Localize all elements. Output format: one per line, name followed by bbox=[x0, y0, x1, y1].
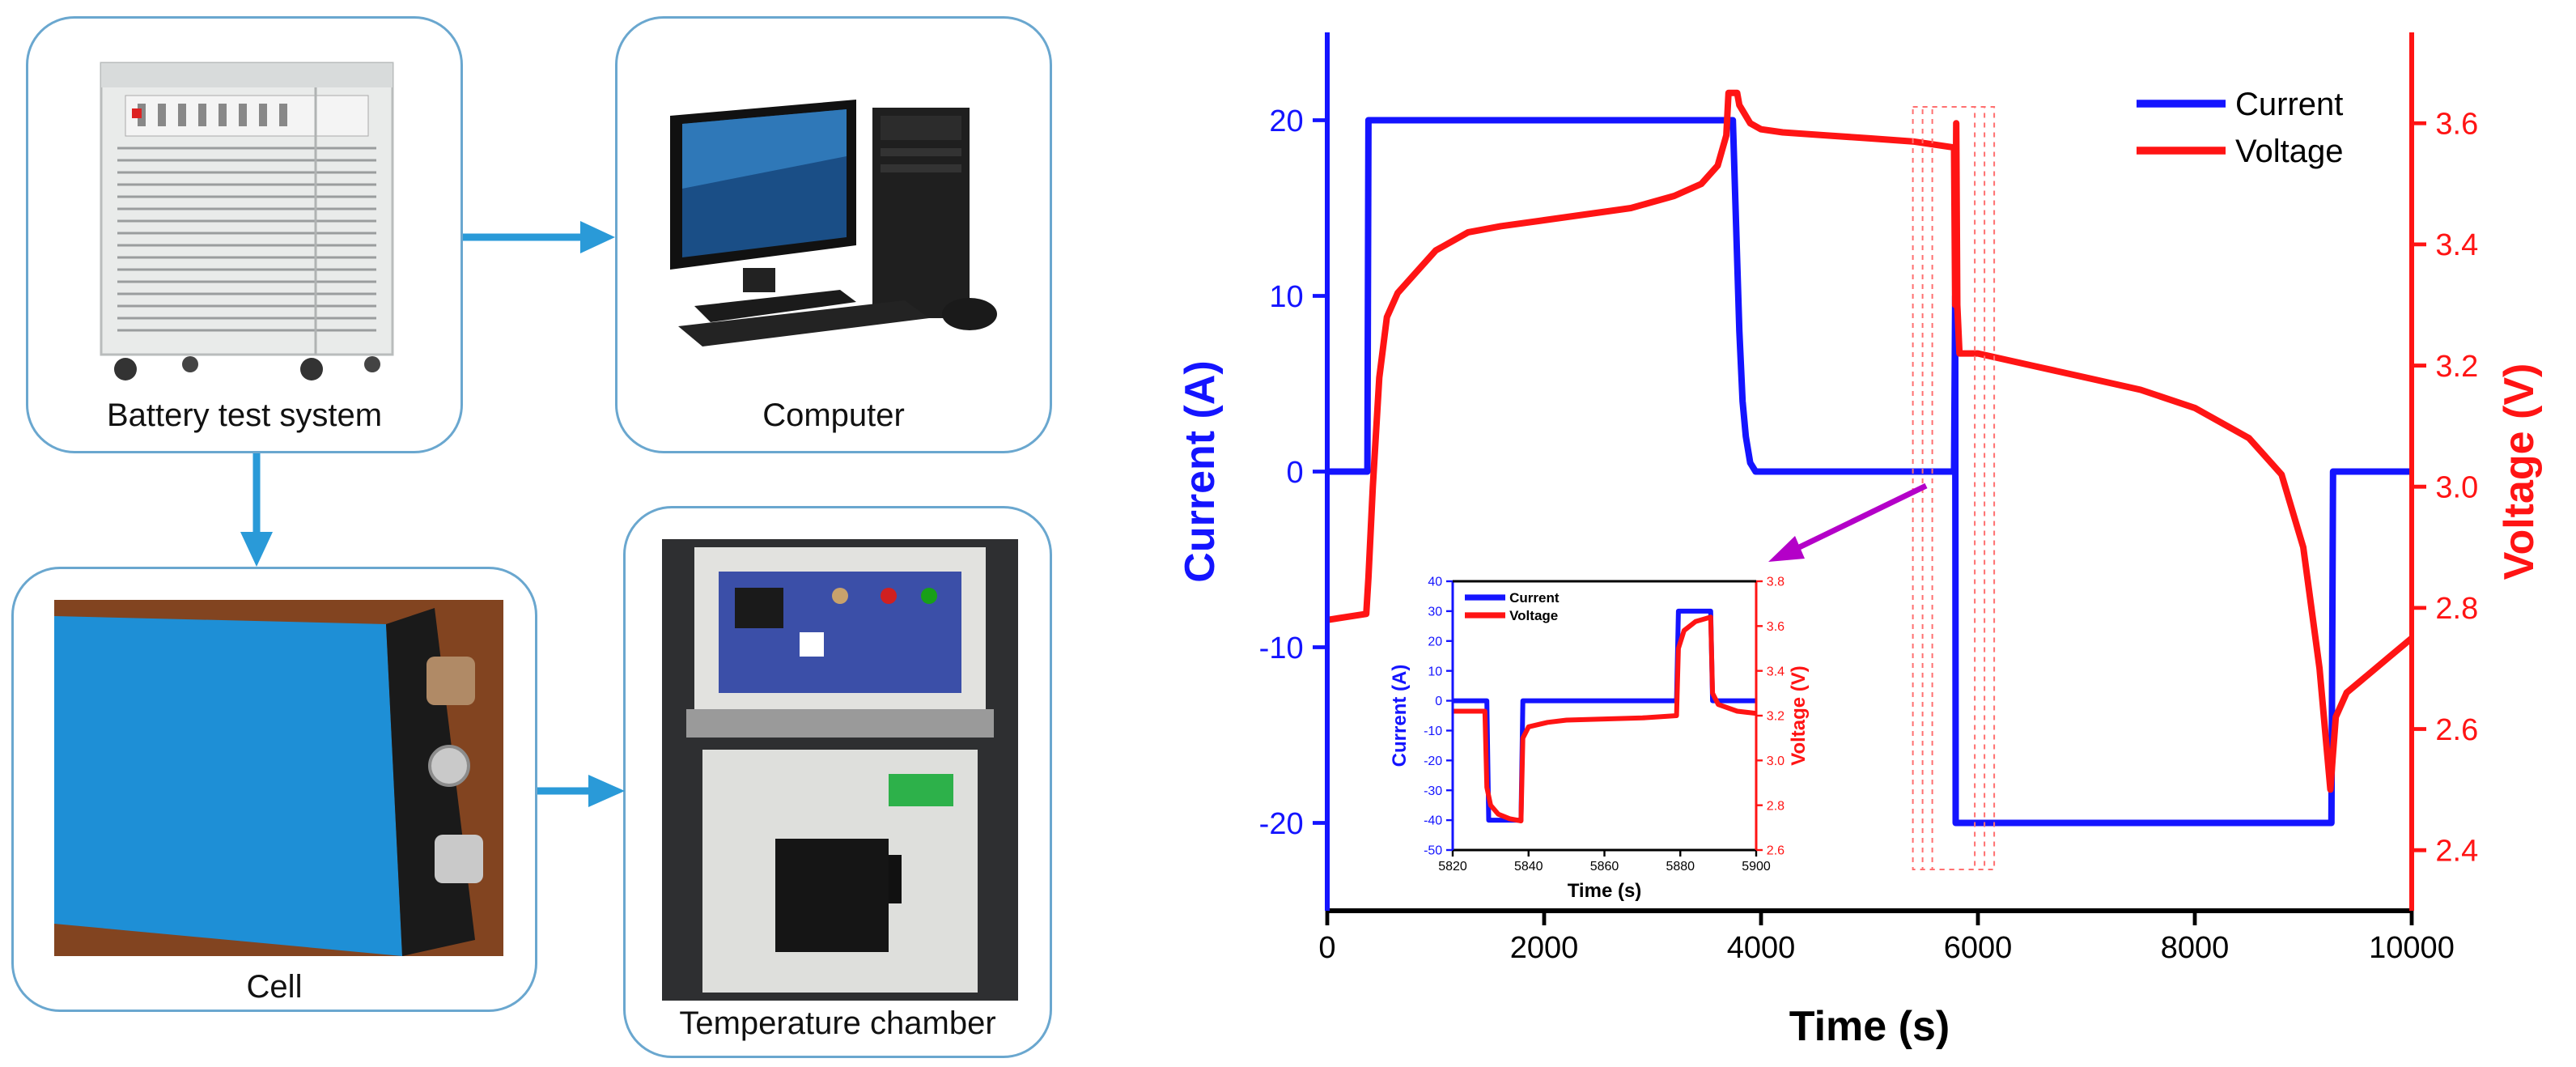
inset-pointer-arrow-shaft bbox=[1791, 482, 1928, 554]
main-left-axis-label: Current (A) bbox=[1177, 360, 1224, 582]
inset-left-axis-label: Current (A) bbox=[1389, 665, 1411, 767]
inset-left-tick-label: 20 bbox=[1428, 635, 1442, 648]
battery-test-system-panel: Battery test system bbox=[26, 16, 463, 453]
inset-right-tick-label: 3.0 bbox=[1767, 755, 1785, 768]
inset-right-tick-label: 2.8 bbox=[1767, 799, 1785, 813]
cell-label: Cell bbox=[246, 969, 303, 1005]
computer-label: Computer bbox=[762, 397, 905, 433]
inset-left-tick-label: 10 bbox=[1428, 665, 1442, 678]
inset-legend-label-current: Current bbox=[1509, 590, 1560, 606]
main-x-tick-label: 0 bbox=[1318, 931, 1335, 965]
main-right-tick-label: 3.6 bbox=[2435, 108, 2478, 142]
inset-series-voltage bbox=[1453, 614, 1757, 823]
inset-legend-label-voltage: Voltage bbox=[1509, 608, 1558, 623]
inset-left-tick-label: -30 bbox=[1424, 784, 1442, 798]
main-legend-label-current: Current bbox=[2235, 87, 2343, 122]
inset-left-tick-label: 30 bbox=[1428, 605, 1442, 619]
main-left-tick-label: 20 bbox=[1269, 104, 1303, 138]
inset-right-tick-label: 3.2 bbox=[1767, 710, 1785, 724]
inset-x-tick-label: 5820 bbox=[1438, 860, 1467, 874]
main-left-tick-label: -20 bbox=[1259, 807, 1304, 841]
inset-pointer-arrow-head bbox=[1768, 536, 1805, 562]
inset-x-tick-label: 5880 bbox=[1666, 860, 1695, 874]
temperature-chamber-panel: Temperature chamber bbox=[623, 506, 1052, 1058]
inset-left-tick-label: -10 bbox=[1424, 725, 1442, 738]
main-right-tick-label: 3.2 bbox=[2435, 350, 2478, 384]
main-left-tick-label: 10 bbox=[1269, 280, 1303, 314]
inset-left-tick-label: 0 bbox=[1435, 695, 1442, 708]
temperature-chamber-label: Temperature chamber bbox=[679, 1005, 996, 1041]
main-right-axis-label: Voltage (V) bbox=[2496, 363, 2543, 580]
current-voltage-chart: 0 2000 4000 6000 8000 10000 -20 -10 0 10 20 2.4 2.6 2… bbox=[1177, 32, 2543, 1050]
inset-left-tick-label: 40 bbox=[1428, 576, 1442, 589]
cell-panel: Cell bbox=[11, 567, 537, 1012]
main-series-voltage bbox=[1326, 89, 2414, 793]
inset-right-tick-label: 2.6 bbox=[1767, 844, 1785, 858]
main-left-tick-label: 0 bbox=[1286, 456, 1303, 490]
main-plot: 0 2000 4000 6000 8000 10000 -20 -10 0 10 20 2.4 2.6 2… bbox=[1177, 32, 2543, 1050]
main-right-tick-label: 3.4 bbox=[2435, 228, 2478, 262]
main-right-tick-label: 2.6 bbox=[2435, 713, 2478, 747]
computer-panel: Computer bbox=[615, 16, 1052, 453]
main-right-tick-label: 3.0 bbox=[2435, 471, 2478, 505]
main-right-tick-label: 2.4 bbox=[2435, 834, 2478, 868]
main-x-tick-label: 6000 bbox=[1944, 931, 2013, 965]
inset-left-tick-label: -50 bbox=[1424, 844, 1442, 858]
temperature-chamber-image bbox=[662, 539, 1018, 1001]
battery-test-system-label: Battery test system bbox=[106, 397, 383, 433]
computer-image bbox=[670, 100, 997, 346]
inset-right-axis-label: Voltage (V) bbox=[1788, 665, 1810, 766]
main-x-tick-label: 2000 bbox=[1510, 931, 1579, 965]
inset-plot: 5820 5840 5860 5880 5900 -50 -40 -30 -20 -10 0 10 20… bbox=[1389, 576, 1810, 902]
inset-left-tick-label: -40 bbox=[1424, 814, 1442, 828]
main-x-tick-label: 4000 bbox=[1727, 931, 1796, 965]
main-left-tick-label: -10 bbox=[1259, 631, 1304, 665]
battery-test-system-image bbox=[100, 62, 394, 380]
inset-right-tick-label: 3.4 bbox=[1767, 665, 1785, 678]
main-x-tick-label: 8000 bbox=[2161, 931, 2230, 965]
inset-x-axis-label: Time (s) bbox=[1568, 880, 1642, 902]
main-legend-label-voltage: Voltage bbox=[2235, 134, 2343, 169]
inset-x-tick-label: 5900 bbox=[1742, 860, 1771, 874]
arrow-to-temperature-chamber bbox=[537, 775, 625, 807]
main-right-tick-label: 2.8 bbox=[2435, 592, 2478, 626]
inset-x-tick-label: 5860 bbox=[1590, 860, 1619, 874]
main-x-tick-label: 10000 bbox=[2369, 931, 2455, 965]
arrow-to-computer bbox=[463, 221, 615, 253]
inset-right-tick-label: 3.8 bbox=[1767, 576, 1785, 589]
inset-left-tick-label: -20 bbox=[1424, 755, 1442, 768]
inset-background bbox=[1453, 581, 1756, 850]
main-x-axis-label: Time (s) bbox=[1789, 1003, 1950, 1050]
arrow-to-cell bbox=[240, 453, 273, 567]
main-series-current bbox=[1327, 117, 2412, 827]
cell-image bbox=[54, 600, 503, 956]
inset-x-tick-label: 5840 bbox=[1514, 860, 1543, 874]
inset-right-tick-label: 3.6 bbox=[1767, 620, 1785, 634]
